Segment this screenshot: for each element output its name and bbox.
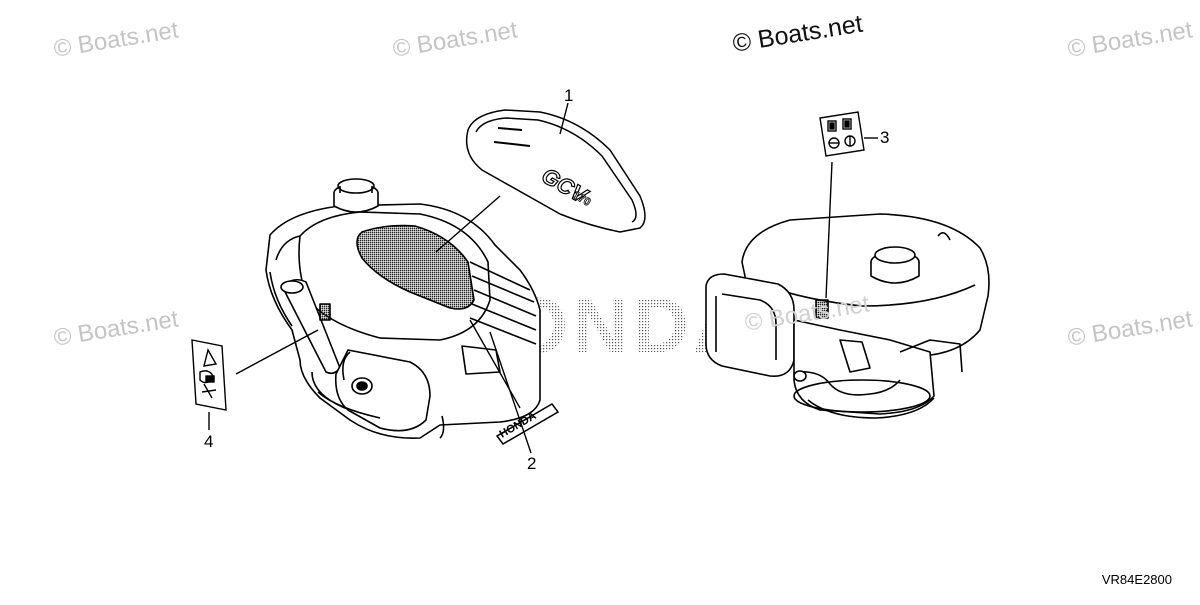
decal-4-warning-label xyxy=(191,339,227,411)
decal-3-control-label xyxy=(819,111,865,157)
callout-4: 4 xyxy=(204,432,214,451)
engine-left xyxy=(265,178,541,439)
leader-lines xyxy=(208,102,878,454)
callout-3: 3 xyxy=(880,128,890,147)
leader-4 xyxy=(235,329,319,375)
diagram-code: VR84E2800 xyxy=(1101,572,1172,587)
leader-3b xyxy=(825,161,833,299)
callout-1: 1 xyxy=(564,86,574,105)
leader-2b xyxy=(469,319,521,409)
callout-2: 2 xyxy=(527,454,537,473)
leader-1 xyxy=(559,102,569,135)
engine-right xyxy=(705,213,990,419)
decal-1-cover-label: GCV 170 xyxy=(465,109,646,233)
leader-1b xyxy=(435,195,501,253)
